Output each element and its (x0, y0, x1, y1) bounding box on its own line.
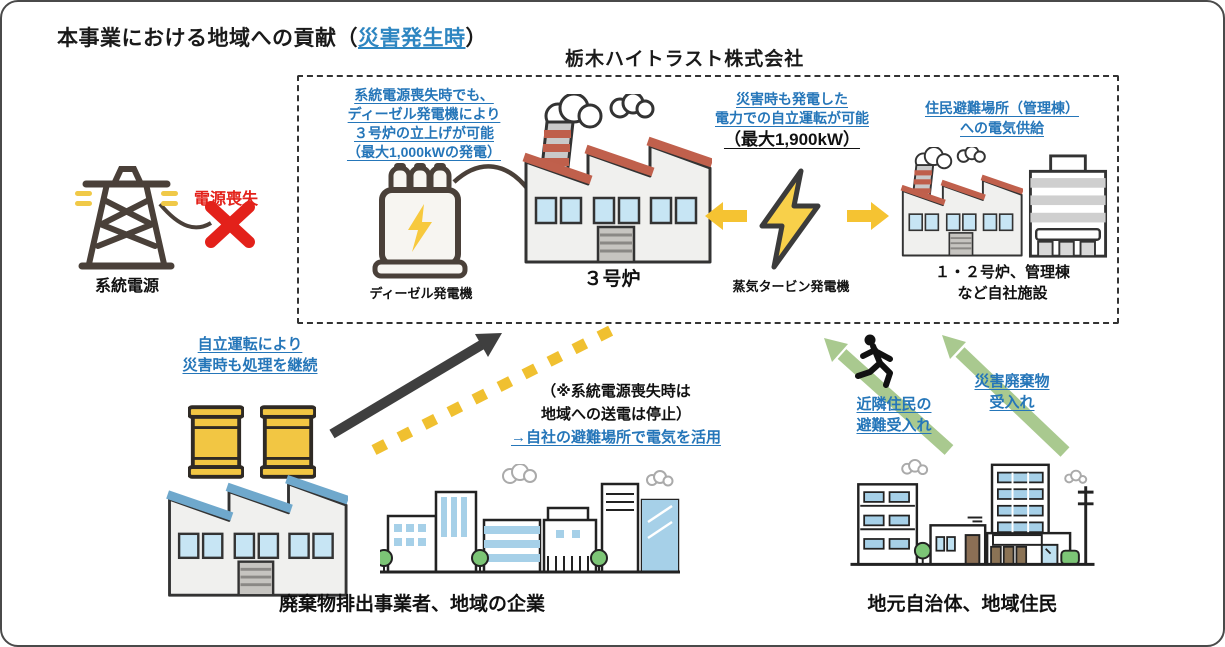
steam-turbine-label: 蒸気タービン発電機 (732, 279, 850, 294)
waste-companies-label: 廃棄物排出事業者、地域の企業 (278, 594, 545, 615)
generator-to-furnace-connector (452, 164, 532, 194)
power-arrow-right-icon (847, 202, 889, 230)
waste-company-factory-icon (158, 434, 348, 602)
title-accent: 災害発生時 (358, 27, 466, 50)
town-buildings-icon (850, 458, 1095, 566)
bolt-glyph (408, 204, 432, 252)
grid-stop-blue-line: →自社の避難場所で電気を活用 (510, 429, 721, 446)
evacuation-arrow (824, 338, 954, 455)
title-prefix: 本事業における地域への貢献（ (57, 27, 358, 50)
tree-icon (913, 541, 932, 565)
generator-icon (372, 163, 468, 279)
facilities-factory-icon (895, 147, 1023, 260)
facilities-label: １・２号炉、管理棟 など自社施設 (934, 264, 1070, 302)
grid-power-label: 系統電源 (94, 278, 159, 295)
tree-icon (380, 549, 608, 572)
waste-accept-note: 災害廃棄物 受入れ (974, 373, 1050, 411)
waste-flow-arrow (329, 333, 502, 439)
power-loss-label: 電源喪失 (194, 191, 259, 208)
lightning-bolt-icon (759, 168, 821, 270)
grid-stop-note: （※系統電源喪失時は 地域への送電は停止） →自社の避難場所で電気を活用 (488, 380, 744, 449)
evacuation-note: 近隣住民の 避難受入れ (856, 396, 932, 434)
factory-and-city-icon (380, 464, 680, 574)
turbine-capacity: （最大1,900kW） (723, 130, 861, 149)
diesel-generator-label: ディーゼル発電機 (369, 286, 473, 301)
transmission-tower-icon (75, 166, 178, 270)
continuity-note: 自立運転により 災害時も処理を継続 (182, 336, 318, 374)
red-x-icon (205, 201, 255, 248)
diesel-note: 系統電源喪失時でも、 ディーゼル発電機により ３号炉の立上げが可能 （最大1,0… (346, 87, 502, 160)
local-residents-label: 地元自治体、地域住民 (867, 594, 1058, 615)
title-suffix: ） (465, 27, 487, 50)
facilities-office-icon (1024, 154, 1112, 260)
company-name: 栃木ハイトラスト株式会社 (565, 49, 805, 70)
cut-power-line (158, 202, 213, 230)
page-title: 本事業における地域への貢献（災害発生時） (57, 22, 487, 52)
utility-pole-icon (1077, 486, 1094, 565)
supply-note: 住民避難場所（管理棟） への電気供給 (925, 100, 1079, 136)
turbine-note: 災害時も発電した 電力での自立運転が可能 （最大1,900kW） (690, 90, 894, 149)
power-arrow-left-icon (705, 202, 747, 230)
running-person-icon (855, 334, 893, 388)
company-boundary-box (297, 75, 1119, 324)
disaster-waste-arrow (942, 335, 1070, 457)
furnace3-label: ３号炉 (583, 269, 641, 290)
factory-icon (514, 94, 712, 269)
